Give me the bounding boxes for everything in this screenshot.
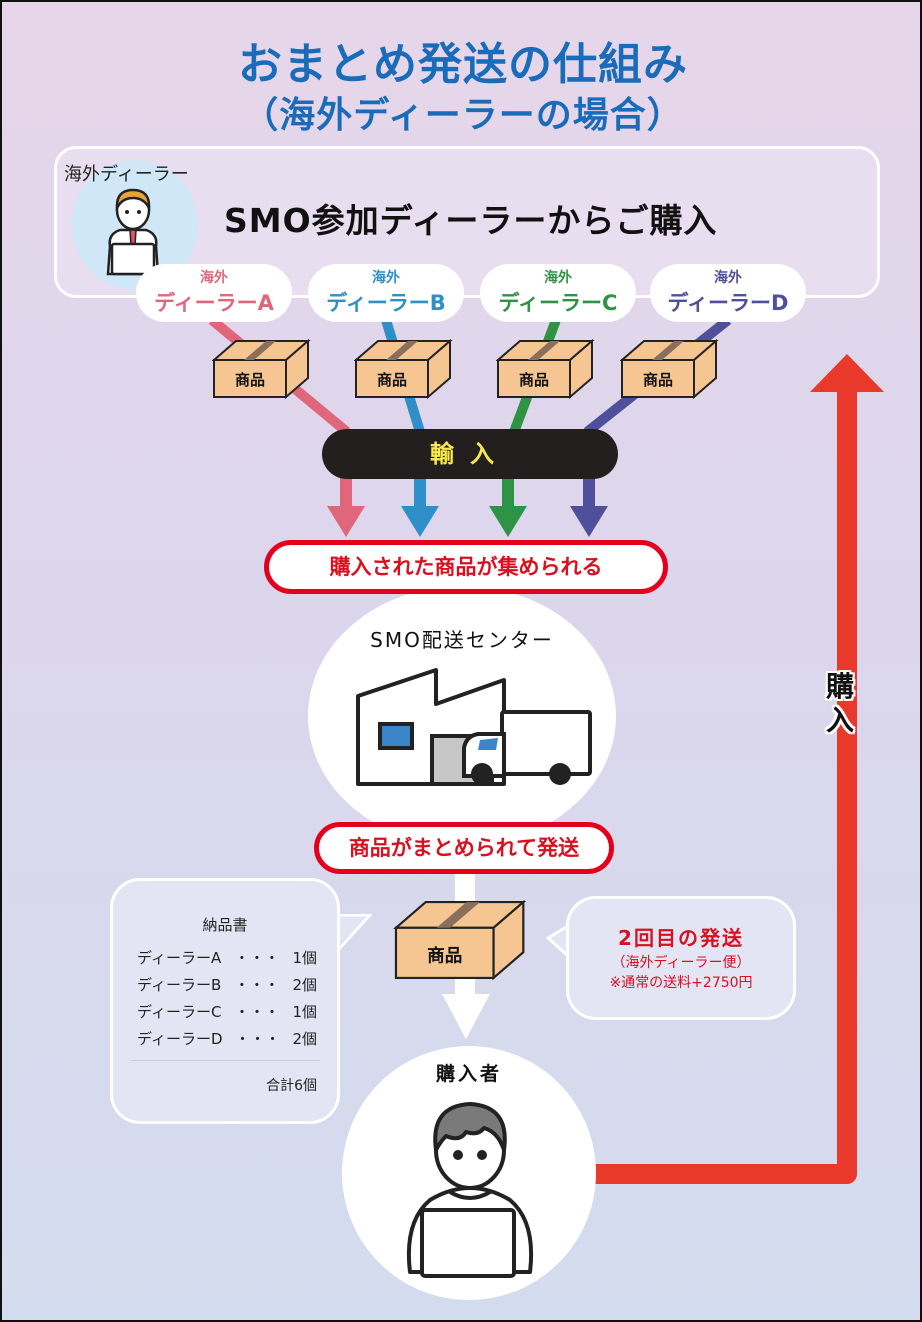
dealer-c-prefix: 海外 (544, 270, 572, 286)
invoice-divider (130, 1060, 320, 1061)
invoice-dots: ・・・ (234, 949, 280, 967)
package-box-icon: 商品 (620, 338, 719, 400)
invoice-line: ディーラーA ・・・ 1個 (137, 947, 317, 968)
bundled-shipping-label: 商品がまとめられて発送 (314, 822, 614, 874)
package-label: 商品 (427, 946, 462, 967)
purchase-arrow-label: 購入 (825, 670, 854, 737)
invoice-bubble (110, 878, 340, 1124)
purchase-arrow (592, 354, 884, 1184)
arrow-down-d (570, 506, 608, 537)
package-box-icon: 商品 (354, 338, 453, 400)
page-title: おまとめ発送の仕組み (238, 39, 688, 90)
dealer-c-pill: 海外 ディーラーC (480, 264, 636, 322)
invoice-line: ディーラーB ・・・ 2個 (137, 974, 317, 995)
invoice-dealer: ディーラーD (137, 1030, 223, 1048)
import-bar: 輸入 (322, 429, 618, 479)
invoice-dots: ・・・ (234, 1003, 280, 1021)
invoice-dealer: ディーラーC (137, 1003, 222, 1021)
invoice-bubble-tail (332, 914, 372, 952)
invoice-qty: 2個 (292, 1030, 317, 1048)
dealer-d-pill: 海外 ディーラーD (650, 264, 806, 322)
warehouse-truck-icon (356, 668, 592, 786)
invoice-qty: 1個 (292, 949, 317, 967)
dealer-a-prefix: 海外 (200, 270, 228, 286)
shipping-subtitle: （海外ディーラー便） (611, 955, 751, 971)
package-box-icon: 商品 (212, 338, 311, 400)
shipping-bubble-tail (546, 924, 570, 958)
invoice-line: ディーラーC ・・・ 1個 (137, 1001, 317, 1022)
invoice-dealer: ディーラーB (137, 976, 222, 994)
shipping-title: 2回目の発送 (618, 926, 744, 950)
buyer-person-icon (406, 1102, 534, 1278)
dealer-label: 海外ディーラー (64, 164, 189, 185)
arrow-down-a (327, 506, 365, 537)
package-label: 商品 (377, 371, 407, 389)
dealer-d-prefix: 海外 (714, 270, 742, 286)
invoice-dots: ・・・ (234, 976, 280, 994)
package-label: 商品 (519, 371, 549, 389)
shipping-bubble (566, 896, 796, 1020)
dealer-d-name: ディーラーD (667, 291, 789, 315)
buyer-label: 購入者 (435, 1063, 502, 1085)
dealer-person-icon (106, 188, 160, 276)
dealer-b-name: ディーラーB (326, 291, 446, 315)
shipping-fee-note: ※通常の送料+2750円 (609, 975, 753, 991)
dealer-a-pill: 海外 ディーラーA (136, 264, 292, 322)
dealer-a-name: ディーラーA (154, 291, 274, 315)
arrow-down-buyer (442, 994, 490, 1039)
distribution-center-label: SMO配送センター (370, 628, 554, 652)
arrow-down-b (401, 506, 439, 537)
invoice-line: ディーラーD ・・・ 2個 (137, 1028, 317, 1049)
dealer-c-name: ディーラーC (498, 291, 618, 315)
dealer-b-prefix: 海外 (372, 270, 400, 286)
invoice-dots: ・・・ (234, 1030, 280, 1048)
invoice-qty: 2個 (292, 976, 317, 994)
bundled-package-icon: 商品 (393, 899, 527, 981)
invoice-dealer: ディーラーA (137, 949, 222, 967)
collected-label: 購入された商品が集められる (264, 540, 668, 594)
arrow-down-c (489, 506, 527, 537)
package-label: 商品 (235, 371, 265, 389)
package-label: 商品 (643, 371, 673, 389)
invoice-qty: 1個 (292, 1003, 317, 1021)
purchase-heading: SMO参加ディーラーからご購入 (224, 201, 718, 240)
invoice-total: 合計6個 (266, 1078, 317, 1094)
invoice-title: 納品書 (202, 916, 248, 934)
page-subtitle: （海外ディーラーの場合） (242, 95, 684, 136)
package-box-icon: 商品 (496, 338, 595, 400)
dealer-b-pill: 海外 ディーラーB (308, 264, 464, 322)
